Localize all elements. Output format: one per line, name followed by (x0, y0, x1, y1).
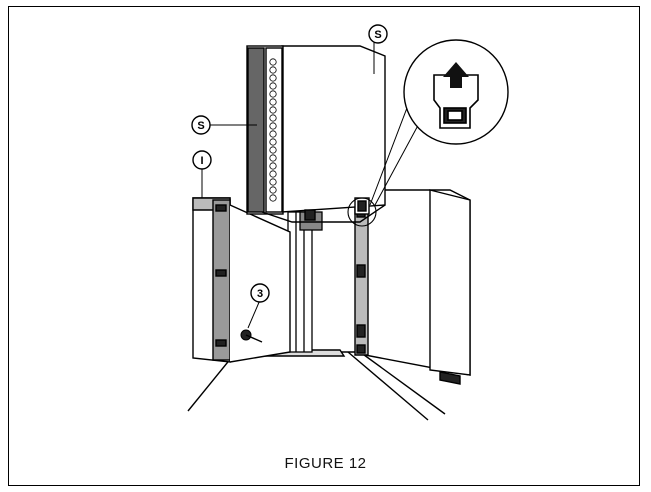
callout-s-upper: S (368, 24, 388, 44)
port-row (269, 58, 277, 202)
center-column (287, 211, 323, 353)
screw (240, 329, 263, 343)
detail-magnifier (403, 39, 509, 145)
svg-text:S: S (197, 120, 204, 132)
callout-3: 3 (250, 283, 270, 303)
svg-text:S: S (374, 29, 381, 41)
callout-i: I (192, 150, 212, 170)
up-arrow-icon (443, 62, 469, 88)
callout-s-left: S (191, 115, 211, 135)
upper-stacked-unit (246, 45, 386, 223)
latch-highlight-circle (347, 197, 377, 227)
leader-lines (201, 42, 423, 329)
svg-text:3: 3 (257, 288, 263, 300)
lock-mechanism-icon (433, 74, 479, 129)
figure-caption: FIGURE 12 (284, 455, 367, 472)
right-cabinet (354, 189, 471, 385)
svg-text:I: I (200, 155, 203, 167)
